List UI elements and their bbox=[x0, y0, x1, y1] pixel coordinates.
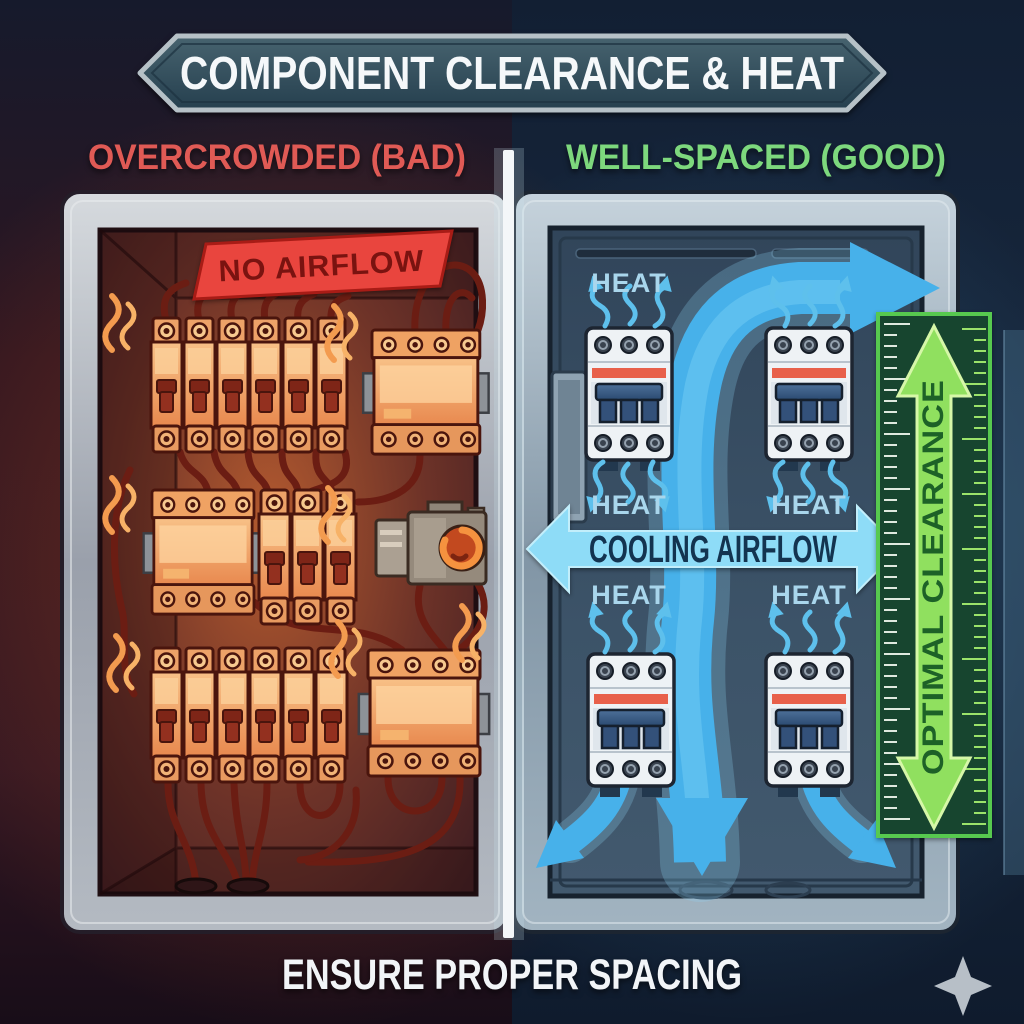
page-title: COMPONENT CLEARANCE & HEAT bbox=[180, 47, 844, 99]
background-door-edge bbox=[1004, 330, 1024, 875]
orange-breaker bbox=[257, 488, 292, 626]
heat-label: HEAT bbox=[591, 268, 667, 298]
title-banner-inner-line bbox=[150, 43, 874, 103]
orange-breaker bbox=[290, 488, 325, 626]
orange-breaker bbox=[281, 316, 316, 454]
cooling-airflow-arrow: COOLING AIRFLOW bbox=[525, 503, 901, 595]
wire-grommet bbox=[226, 877, 270, 895]
panel-divider bbox=[494, 148, 524, 940]
no-airflow-badge-plate bbox=[192, 229, 454, 301]
airflow-s-arrow bbox=[645, 242, 940, 902]
orange-breaker bbox=[215, 316, 250, 454]
timer-dial-module bbox=[374, 500, 488, 586]
airflow-arrowhead-right-down bbox=[848, 820, 896, 868]
orange-breaker bbox=[182, 646, 217, 784]
no-airflow-badge: NO AIRFLOW bbox=[192, 229, 454, 301]
right-panel: HEAT HEAT HEAT HEAT HEAT COOLING AIRFLOW bbox=[512, 190, 960, 934]
panel-divider-line bbox=[503, 150, 514, 938]
orange-breaker bbox=[215, 646, 250, 784]
wire-grommet bbox=[174, 877, 218, 895]
clearance-double-arrow bbox=[895, 322, 973, 832]
orange-breaker bbox=[149, 646, 184, 784]
title-banner: COMPONENT CLEARANCE & HEAT bbox=[137, 33, 887, 113]
cooling-airflow-label: COOLING AIRFLOW bbox=[589, 529, 837, 571]
ruler-ticks-left bbox=[884, 323, 910, 820]
airflow-arrowhead-left-down bbox=[536, 820, 584, 868]
vent-slot bbox=[575, 248, 757, 259]
orange-breaker bbox=[182, 316, 217, 454]
left-breaker-row-middle bbox=[142, 488, 488, 626]
footer-caption: ENSURE PROPER SPACING bbox=[282, 951, 742, 999]
orange-module bbox=[361, 328, 491, 456]
orange-breaker bbox=[248, 316, 283, 454]
title-banner-plate bbox=[137, 33, 887, 113]
left-breaker-row-bottom bbox=[149, 646, 491, 784]
heat-label: HEAT bbox=[591, 490, 667, 520]
clearance-ruler: OPTIMAL CLEARANCE bbox=[876, 312, 992, 838]
right-column-label: WELL-SPACED (GOOD) bbox=[566, 138, 946, 177]
airflow-arrowhead-right bbox=[850, 242, 940, 334]
orange-breaker bbox=[281, 646, 316, 784]
airflow-arrowhead-down bbox=[656, 798, 748, 876]
orange-module bbox=[357, 648, 491, 778]
blue-breaker-bottom-right bbox=[764, 652, 854, 799]
din-rail-end-inset bbox=[558, 380, 580, 514]
orange-module bbox=[142, 488, 264, 616]
heat-label: HEAT bbox=[771, 490, 847, 520]
sparkle-icon bbox=[934, 956, 992, 1016]
left-column-label: OVERCROWDED (BAD) bbox=[88, 138, 466, 177]
orange-breaker bbox=[248, 646, 283, 784]
floor-knockout bbox=[678, 880, 734, 900]
left-panel-frame-bevel bbox=[70, 200, 500, 924]
left-breaker-row-top bbox=[149, 316, 491, 456]
heat-label: HEAT bbox=[591, 580, 667, 610]
orange-breaker bbox=[149, 316, 184, 454]
left-panel: NO AIRFLOW bbox=[60, 190, 510, 934]
floor-knockout bbox=[764, 881, 812, 899]
heat-label: HEAT bbox=[771, 580, 847, 610]
blue-breaker-top-left bbox=[584, 326, 674, 473]
blue-breaker-bottom-left bbox=[586, 652, 676, 799]
blue-breaker-top-right bbox=[764, 326, 854, 473]
ruler-ticks-right bbox=[962, 328, 986, 825]
optimal-clearance-label: OPTIMAL CLEARANCE bbox=[917, 379, 950, 775]
